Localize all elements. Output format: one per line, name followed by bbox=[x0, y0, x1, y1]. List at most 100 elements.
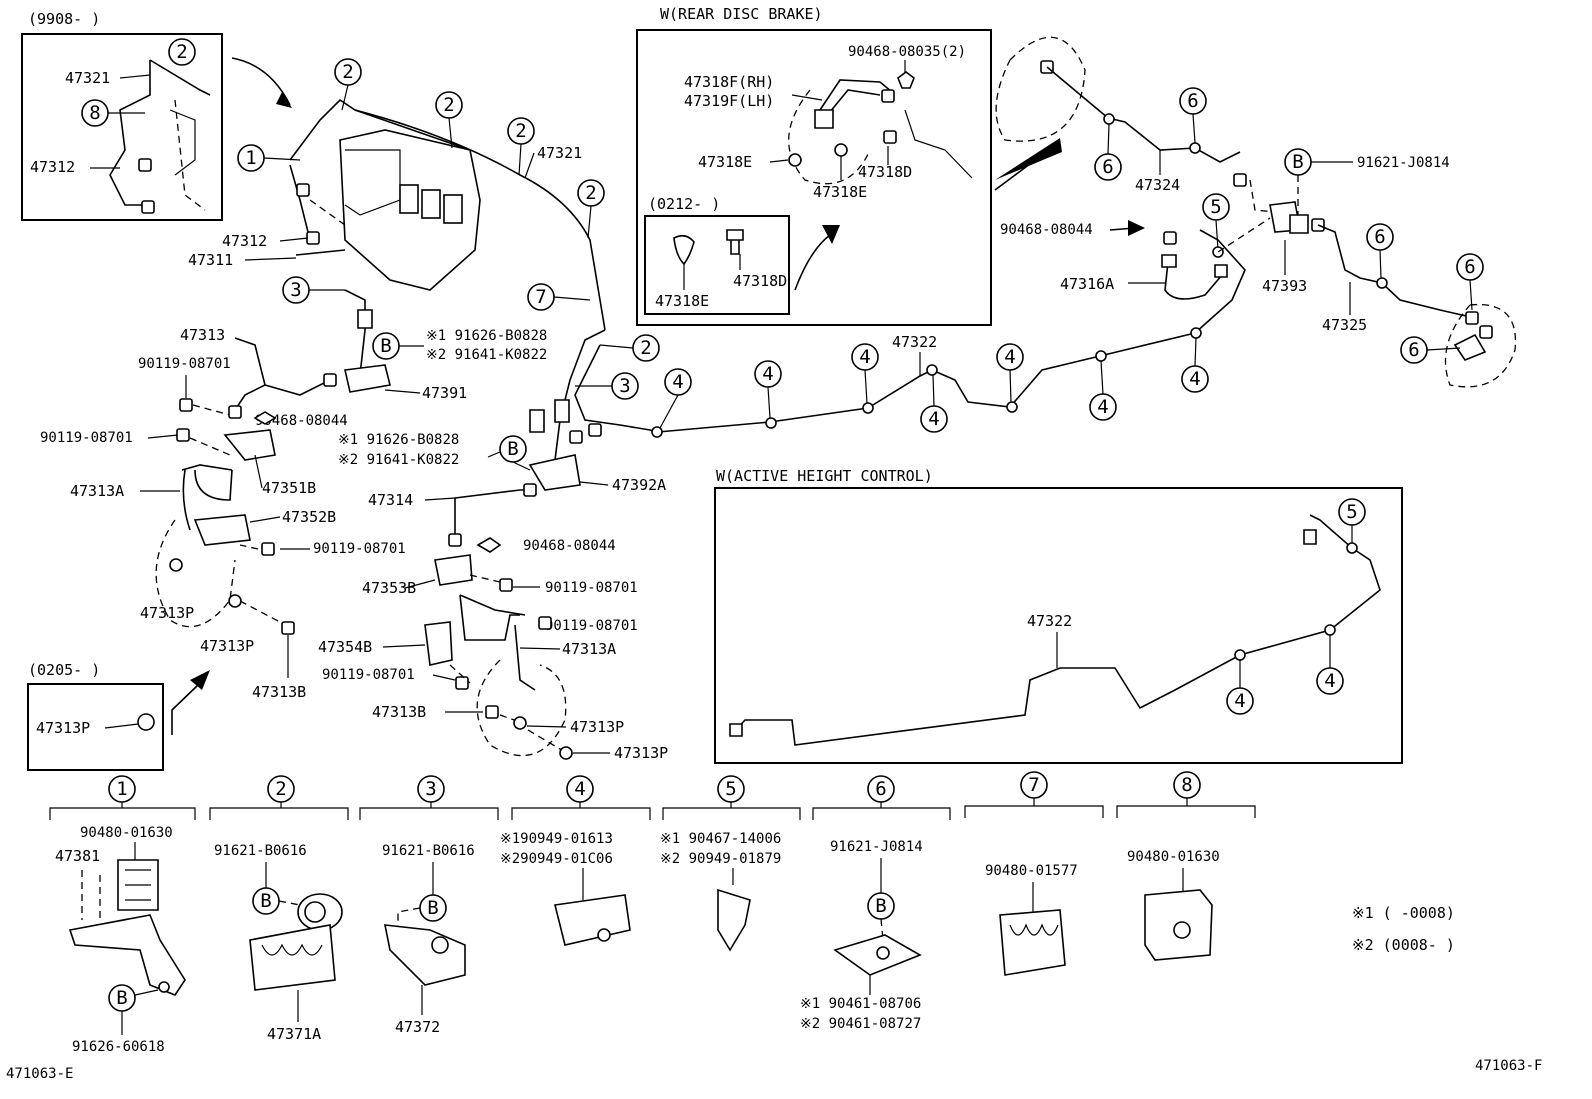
callout-4-a: 4 bbox=[664, 368, 692, 396]
label-mark2-a: ※2 91641-K0822 bbox=[426, 347, 547, 363]
label-47324: 47324 bbox=[1135, 176, 1180, 194]
legend-5-m1: ※1 90467-14006 bbox=[660, 831, 781, 847]
label-47314: 47314 bbox=[368, 491, 413, 509]
svg-text:2: 2 bbox=[176, 41, 187, 63]
svg-text:1: 1 bbox=[116, 778, 127, 800]
svg-text:4: 4 bbox=[1189, 368, 1200, 390]
label-90119-a: 90119-08701 bbox=[138, 356, 231, 372]
legend-4-m2: ※290949-01C06 bbox=[500, 851, 613, 867]
left-front-brake-line: 47313 90119-08701 90119-08701 90468-0804… bbox=[40, 326, 406, 701]
svg-text:4: 4 bbox=[859, 346, 870, 368]
svg-text:6: 6 bbox=[1102, 156, 1113, 178]
callout-4-d: 4 bbox=[920, 405, 948, 433]
legend-group-1: 1 90480-01630 47381 B 91626-60618 bbox=[49, 775, 196, 1055]
active-height-title: W(ACTIVE HEIGHT CONTROL) bbox=[716, 467, 933, 485]
inset-0205-frame bbox=[27, 683, 164, 771]
svg-text:4: 4 bbox=[1097, 396, 1108, 418]
label-mark1-a: ※1 91626-B0828 bbox=[426, 328, 547, 344]
svg-text:7: 7 bbox=[535, 286, 546, 308]
svg-text:7: 7 bbox=[1028, 774, 1039, 796]
svg-text:B: B bbox=[380, 335, 391, 357]
callout-6-b: 6 bbox=[1179, 87, 1207, 115]
svg-text:2: 2 bbox=[515, 120, 526, 142]
callout-4-g: 4 bbox=[1181, 365, 1209, 393]
label-90119-d: 90119-08701 bbox=[545, 580, 638, 596]
right-rear-area: 6 6 47324 B 91621-J0814 47393 90468-0804… bbox=[994, 36, 1517, 388]
svg-text:B: B bbox=[507, 438, 518, 460]
label-47313b-1: 47313B bbox=[252, 683, 306, 701]
legend-group-7: 7 90480-01577 bbox=[964, 771, 1104, 976]
legend-group-6: 6 91621-J0814 B ※1 90461-08706 ※2 90461-… bbox=[800, 775, 951, 1032]
svg-text:1: 1 bbox=[245, 147, 256, 169]
label-47313p-4: 47313P bbox=[614, 744, 668, 762]
label-91621-j0814: 91621-J0814 bbox=[1357, 155, 1450, 171]
label-90119-b: 90119-08701 bbox=[40, 430, 133, 446]
svg-text:2: 2 bbox=[585, 182, 596, 204]
label-47351b: 47351B bbox=[262, 479, 316, 497]
callout-4-b: 4 bbox=[754, 360, 782, 388]
sub-0212-e: 47318E bbox=[655, 292, 709, 310]
label-47391: 47391 bbox=[422, 384, 467, 402]
master-cylinder-area: 2 2 2 2 1 47321 47312 47311 3 bbox=[188, 58, 606, 376]
callout-4-f: 4 bbox=[1089, 393, 1117, 421]
inset-0205-period: (0205- ) bbox=[28, 661, 100, 679]
svg-text:6: 6 bbox=[1187, 90, 1198, 112]
svg-text:4: 4 bbox=[1324, 670, 1335, 692]
rear-disc-clip: 90468-08035(2) bbox=[848, 44, 966, 60]
callout-6-a: 6 bbox=[1094, 153, 1122, 181]
rear-disc-e2: 47318E bbox=[813, 183, 867, 201]
svg-text:4: 4 bbox=[928, 408, 939, 430]
active-height-frame bbox=[714, 487, 1403, 764]
label-90468-c: 90468-08044 bbox=[1000, 222, 1093, 238]
inset-9908-period: (9908- ) bbox=[28, 10, 100, 28]
label-90119-c: 90119-08701 bbox=[313, 541, 406, 557]
rear-disc-title: W(REAR DISC BRAKE) bbox=[660, 5, 823, 23]
callout-b-center-mid: B bbox=[499, 435, 527, 463]
legend-2-clamp: 47371A bbox=[267, 1025, 321, 1043]
label-90468-a: 90468-08044 bbox=[255, 413, 348, 429]
svg-text:6: 6 bbox=[1374, 226, 1385, 248]
inset-0205: (0205- ) 47313P bbox=[27, 661, 210, 771]
callout-2-engine-b: 2 bbox=[435, 91, 463, 119]
legend-7-clip: 90480-01577 bbox=[985, 863, 1078, 879]
label-47313b-2: 47313B bbox=[372, 703, 426, 721]
inset-9908-bracket-label: 47312 bbox=[30, 158, 75, 176]
note-1: ※1 ( -0008) bbox=[1352, 904, 1455, 922]
active-height-pipe: 47322 bbox=[1027, 612, 1072, 630]
callout-4-ahc-b: 4 bbox=[1316, 667, 1344, 695]
inset-0205-part: 47313P bbox=[36, 719, 90, 737]
svg-text:2: 2 bbox=[640, 337, 651, 359]
label-90119-f: 90119-08701 bbox=[322, 667, 415, 683]
label-90119-e: 90119-08701 bbox=[545, 618, 638, 634]
callout-b-right: B bbox=[1284, 148, 1312, 176]
callout-4-ahc-a: 4 bbox=[1226, 687, 1254, 715]
label-47312: 47312 bbox=[222, 232, 267, 250]
rear-disc-rh: 47318F(RH) bbox=[684, 73, 774, 91]
label-47352b: 47352B bbox=[282, 508, 336, 526]
svg-text:2: 2 bbox=[443, 94, 454, 116]
callout-4-e: 4 bbox=[996, 343, 1024, 371]
sub-0212-d: 47318D bbox=[733, 272, 787, 290]
label-mark1-b: ※1 91626-B0828 bbox=[338, 432, 459, 448]
svg-text:4: 4 bbox=[574, 778, 585, 800]
svg-text:B: B bbox=[1292, 151, 1303, 173]
rear-disc-frame bbox=[636, 29, 992, 326]
sub-0212-frame bbox=[644, 215, 790, 315]
label-47353b: 47353B bbox=[362, 579, 416, 597]
label-47313a-left: 47313A bbox=[70, 482, 124, 500]
callout-3-center: 3 bbox=[611, 372, 639, 400]
svg-text:6: 6 bbox=[1464, 256, 1475, 278]
svg-text:5: 5 bbox=[1346, 501, 1357, 523]
callout-6-c: 6 bbox=[1366, 223, 1394, 251]
sub-0212-period: (0212- ) bbox=[648, 195, 720, 213]
callout-2-center: 2 bbox=[632, 334, 660, 362]
label-47313p-3: 47313P bbox=[570, 718, 624, 736]
legend-3-clamp: 47372 bbox=[395, 1018, 440, 1036]
label-47313a-right: 47313A bbox=[562, 640, 616, 658]
arrow-to-engine bbox=[231, 57, 291, 106]
callout-2-engine-c: 2 bbox=[507, 117, 535, 145]
legend-group-3: 3 91621-B0616 B 47372 bbox=[359, 775, 499, 1036]
callout-2: 2 bbox=[168, 38, 196, 66]
inset-rear-disc-brake: W(REAR DISC BRAKE) 90468-08035(2) 47318F… bbox=[636, 5, 992, 326]
